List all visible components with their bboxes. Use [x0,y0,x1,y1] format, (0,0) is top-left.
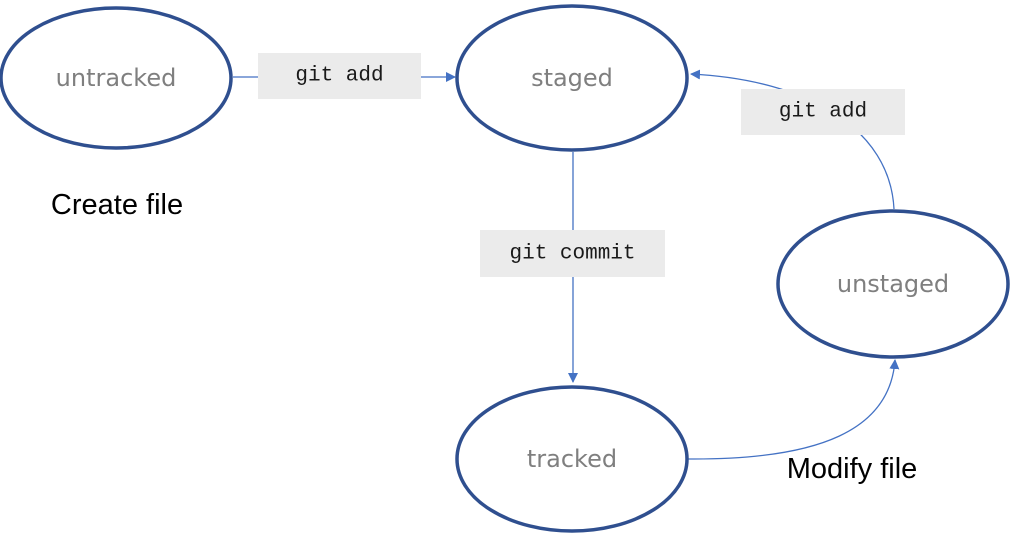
note-modify-file: Modify file [787,453,918,485]
state-untracked: untracked [0,6,233,150]
state-staged: staged [455,4,689,152]
note-create-file: Create file [51,189,183,221]
command-text: git add [779,101,867,124]
command-label-git-add-1: git add [258,53,421,99]
command-label-git-commit: git commit [480,230,665,277]
state-unstaged: unstaged [776,209,1010,359]
edge-tracked-to-unstaged [687,359,900,460]
state-label: tracked [527,445,617,473]
state-label: untracked [56,64,177,92]
state-label: staged [531,64,613,92]
state-label: unstaged [837,270,949,298]
command-text: git add [295,65,383,88]
command-label-git-add-2: git add [741,89,905,135]
state-tracked: tracked [455,385,689,533]
command-text: git commit [509,243,635,266]
